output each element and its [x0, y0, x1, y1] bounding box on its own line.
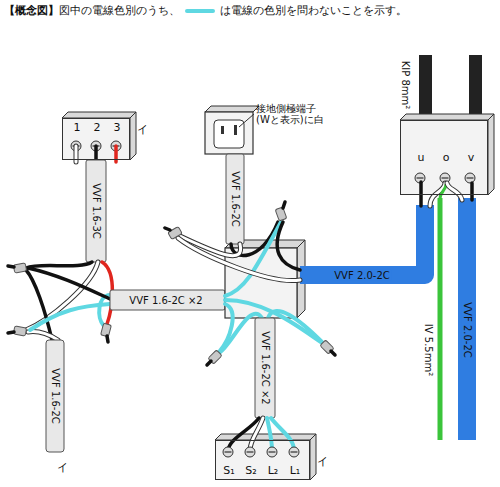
terminal-label: u: [418, 152, 425, 163]
terminal-label: v: [468, 152, 475, 163]
cable-end-mark: イ: [317, 456, 328, 468]
terminal-label: o: [443, 152, 450, 163]
cable-end-mark: イ: [137, 124, 148, 136]
cable-label: VVF 2.0-2C: [332, 270, 391, 281]
cable-label: VVF 2.0-2C: [462, 300, 473, 359]
callout-note: 接地側極端子 (Wと表示)に白: [256, 103, 334, 125]
cable-label: VVF 1.6-3C: [91, 181, 102, 240]
terminal-label: 2: [94, 122, 101, 133]
header-row: 【概念図】図中の電線色別のうち、 は電線の色別を問わないことを示す。: [4, 3, 407, 18]
note-text: 図中の電線色別のうち、: [59, 3, 180, 18]
terminal-label: S₂: [245, 465, 256, 476]
terminal-block: uov: [400, 120, 488, 195]
terminal-label: L₁: [290, 465, 301, 476]
diagram-title: 【概念図】: [4, 3, 59, 18]
cable-end-mark: イ: [57, 462, 68, 474]
terminal-block: S₁ S₂ L₂ L₁: [215, 440, 310, 480]
cable-label: VVF 1.6-2C: [230, 169, 241, 228]
cable-label: IV 5.5mm²: [423, 324, 434, 376]
terminal-label: 3: [114, 122, 121, 133]
note-text: は電線の色別を問わないことを示す。: [220, 3, 407, 18]
terminal-label: L₂: [268, 465, 279, 476]
cable-label: KIP 8mm²: [400, 61, 411, 110]
terminal-label: S₁: [223, 465, 234, 476]
cable-label: VVF 1.6-2C ×2: [127, 295, 204, 306]
terminal-label: 1: [74, 122, 81, 133]
terminal-block: 1 2 3: [62, 118, 130, 160]
cable-label: VVF 1.6-2C: [50, 366, 61, 425]
wire-color-sample: [185, 9, 215, 13]
cable-label: VVF 1.6-2C ×2: [260, 329, 271, 406]
